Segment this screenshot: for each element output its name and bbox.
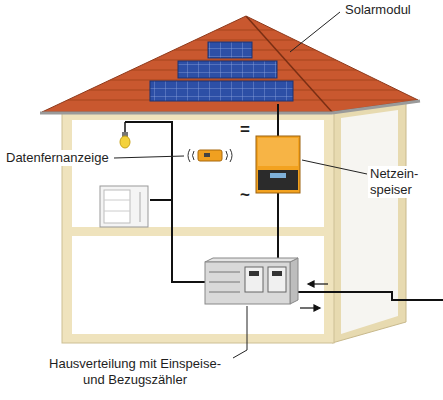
flow-arrows [300, 281, 328, 311]
roof [332, 101, 420, 113]
illustration-part [0, 80, 443, 81]
flow-arrows [300, 307, 315, 308]
leader-lines [114, 12, 367, 358]
leader-lines [114, 156, 184, 158]
side-wall [332, 102, 406, 343]
inverter [256, 136, 300, 193]
distribution-box [205, 258, 298, 262]
distribution-box [209, 272, 240, 273]
leader-lines [290, 12, 340, 52]
current-symbol: = [238, 121, 252, 139]
wires [150, 199, 172, 201]
solar-panels [150, 81, 293, 101]
fridge [100, 186, 148, 227]
flow-arrows [308, 281, 314, 287]
wires [290, 292, 443, 300]
front-wall [62, 112, 334, 343]
illustration-part [0, 60, 443, 61]
callout-label: Hausverteilung mit Einspeise- und Bezugs… [38, 356, 232, 388]
callout-label: Datenfernanzeige [4, 150, 111, 166]
remote-display [188, 149, 194, 162]
lamp [120, 136, 130, 148]
solar-panels [178, 61, 277, 78]
distribution-box [245, 267, 263, 292]
distribution-box [209, 292, 240, 293]
distribution-box [268, 267, 286, 292]
fridge [104, 211, 130, 212]
remote-display [188, 149, 232, 162]
flow-arrows [314, 305, 320, 311]
side-wall [332, 102, 406, 343]
front-wall [62, 112, 334, 343]
remote-display [198, 150, 222, 161]
wires [277, 193, 279, 262]
callout-label: Solarmodul [343, 2, 413, 18]
inverter [270, 173, 286, 178]
fridge [100, 186, 148, 227]
inverter [258, 170, 298, 190]
lamp [124, 122, 126, 133]
remote-display [226, 149, 232, 162]
front-wall [72, 236, 324, 334]
illustration-part [0, 40, 443, 41]
solar-panels [208, 42, 252, 58]
lamp [120, 122, 130, 148]
distribution-box [249, 271, 259, 276]
flow-arrows [313, 283, 328, 284]
fridge [104, 190, 130, 223]
distribution-box [209, 282, 240, 283]
callout-label: Netzein- speiser [368, 166, 440, 198]
distribution-box [205, 262, 290, 304]
wires [125, 104, 443, 300]
solar-panels [150, 42, 293, 101]
leader-lines [302, 160, 367, 174]
fridge [104, 200, 130, 201]
distribution-box [290, 258, 298, 304]
remote-display [204, 153, 210, 157]
side-wall [341, 110, 398, 334]
distribution-box [272, 271, 282, 276]
roof [40, 112, 332, 115]
roof [0, 16, 443, 113]
front-wall [72, 120, 324, 227]
illustration-part [0, 30, 443, 31]
current-symbol: ~ [238, 186, 252, 204]
distribution-box [205, 258, 298, 304]
inverter [256, 136, 300, 193]
leader-lines [233, 306, 247, 358]
fridge [140, 192, 141, 222]
inverter [258, 138, 298, 166]
wires [277, 104, 279, 136]
illustration-part [0, 16, 443, 112]
